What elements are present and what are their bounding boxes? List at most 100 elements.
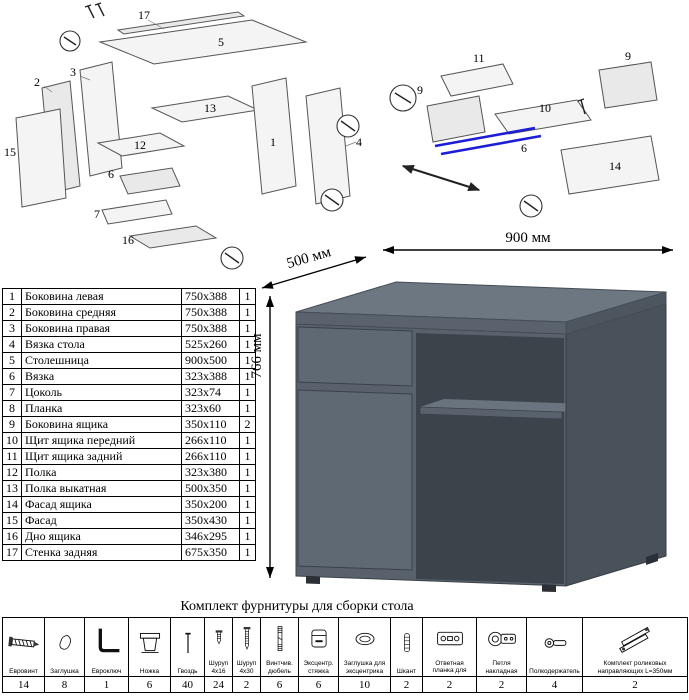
hex-key-icon	[86, 619, 128, 668]
part-number: 14	[2, 496, 22, 513]
part-qty: 1	[239, 288, 256, 305]
hardware-item-qty: 2	[476, 676, 527, 693]
hardware-item-label: Ответная планка для петли	[432, 660, 467, 676]
part-drawer-bottom	[128, 225, 218, 249]
part-name: Полка	[21, 464, 182, 481]
exploded-diagram-main: 17 5 3 2 13 12 15 6 7 16 1 4	[4, 2, 362, 270]
hardware-item-label: Шуруп 4x16	[208, 660, 229, 675]
part-number: 13	[2, 480, 22, 497]
hinge-plate-icon	[424, 619, 476, 661]
part-drawer-back	[440, 63, 514, 97]
part-size: 350x430	[181, 512, 240, 529]
part-number: 12	[2, 464, 22, 481]
part-label: 4	[356, 135, 362, 149]
plug-icon	[46, 619, 84, 668]
part-number: 10	[2, 432, 22, 449]
part-size: 750x388	[181, 304, 240, 321]
part-size: 900x500	[181, 352, 240, 369]
part-size: 750x388	[181, 288, 240, 305]
part-size: 350x110	[181, 416, 240, 433]
shelf-support-icon	[528, 619, 582, 668]
hardware-item-qty: 4	[526, 676, 583, 693]
part-name: Столешница	[21, 352, 182, 369]
euro-screw-icon	[4, 619, 44, 668]
hardware-item: Петля накладная	[478, 619, 526, 676]
hardware-item: Шуруп 4x30	[234, 619, 260, 676]
part-label: 2	[34, 75, 40, 89]
part-facade-door	[15, 108, 67, 208]
hardware-item: Заглушка для эксцентрика	[340, 619, 390, 676]
hardware-kit-title: Комплект фурнитуры для сборки стола	[180, 599, 414, 614]
part-number: 16	[2, 528, 22, 545]
door-front	[297, 389, 413, 571]
hardware-item-qty: 6	[298, 676, 339, 693]
part-name: Боковина левая	[21, 288, 182, 305]
desk-opening	[416, 333, 564, 584]
hardware-item: Шкант	[392, 619, 422, 676]
hardware-item: Винтчив. дюбель	[262, 619, 298, 676]
hardware-item-qty: 2	[582, 676, 688, 693]
dowel-screw-icon	[262, 619, 298, 661]
part-drawer-side-right	[598, 61, 658, 109]
part-size: 500x350	[181, 480, 240, 497]
drawer-front	[297, 326, 413, 387]
part-name: Дно ящика	[21, 528, 182, 545]
part-number: 6	[2, 368, 22, 385]
hinge-icon	[478, 619, 526, 661]
desk-foot	[646, 553, 658, 565]
screws-icon	[84, 2, 105, 19]
dowel-icon	[392, 619, 422, 668]
keyboard-tray-top	[420, 399, 586, 412]
part-number: 1	[2, 288, 22, 305]
hardware-item: Евроключ	[86, 619, 128, 676]
depth-arrow	[261, 256, 367, 289]
height-arrow	[266, 296, 274, 578]
hardware-item-label: Заглушка для эксцентрика	[343, 660, 386, 675]
part-label: 12	[134, 138, 146, 152]
part-label: 7	[94, 207, 100, 221]
part-name: Вязка	[21, 368, 182, 385]
hardware-table: Евровинт Заглушка Евроключ Ножка Гвоздь …	[2, 617, 688, 693]
part-size: 750x388	[181, 320, 240, 337]
width-arrow	[383, 246, 673, 254]
hardware-item-label: Винтчив. дюбель	[266, 660, 293, 675]
hardware-item: Ответная планка для петли	[424, 619, 476, 676]
dimension-height: 766 мм	[249, 333, 265, 379]
part-label: 11	[473, 51, 485, 65]
part-size: 675x350	[181, 544, 240, 561]
nail-icon	[172, 619, 204, 668]
part-number: 17	[2, 544, 22, 561]
hardware-item: Ножка	[130, 619, 170, 676]
hardware-item-label: Евровинт	[9, 667, 38, 675]
hardware-item: Гвоздь	[172, 619, 204, 676]
part-name: Цоколь	[21, 384, 182, 401]
desk-foot	[306, 576, 320, 584]
part-size: 323x60	[181, 400, 240, 417]
hardware-item: Эксцентр. стяжка	[300, 619, 338, 676]
hardware-item: Полкодержатель	[528, 619, 582, 676]
part-name: Вязка стола	[21, 336, 182, 353]
part-size: 525x260	[181, 336, 240, 353]
desk-top-edge-side	[565, 291, 667, 335]
part-drawer-facade	[560, 135, 660, 195]
part-size: 323x380	[181, 464, 240, 481]
desk-foot	[542, 584, 556, 592]
hardware-item-label: Шуруп 4x30	[236, 660, 257, 675]
part-label: 9	[625, 49, 631, 63]
part-number: 8	[2, 400, 22, 417]
part-size: 323x74	[181, 384, 240, 401]
hardware-item-qty: 8	[44, 676, 85, 693]
